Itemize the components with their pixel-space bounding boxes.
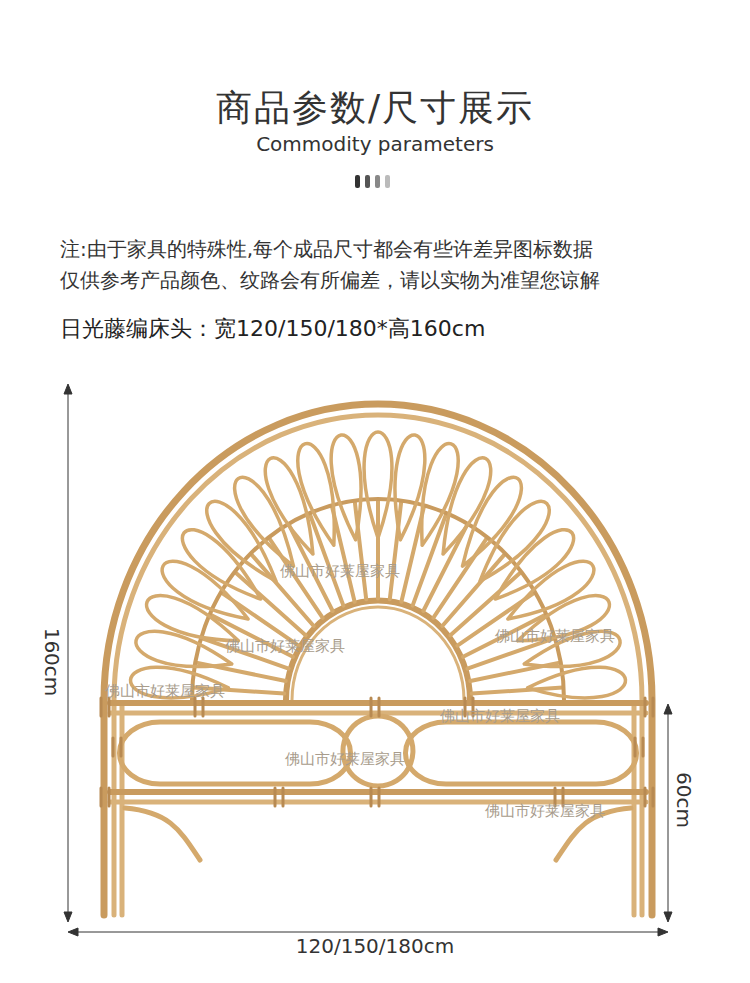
ray xyxy=(376,500,380,598)
dimension-line xyxy=(72,932,664,933)
watermark: 佛山市好莱屋家具 xyxy=(440,707,560,726)
watermark: 佛山市好莱屋家具 xyxy=(285,750,405,769)
watermark: 佛山市好莱屋家具 xyxy=(495,627,615,646)
dimension-label: 60cm xyxy=(672,772,696,828)
loop xyxy=(298,444,334,546)
rattan-frame xyxy=(101,404,653,915)
binding xyxy=(371,698,379,716)
loop xyxy=(422,444,458,546)
binding xyxy=(101,788,109,806)
binding xyxy=(275,788,283,806)
indicator-dot xyxy=(375,175,380,188)
dimension-lines xyxy=(64,384,672,936)
page-title: 商品参数/尺寸展示 xyxy=(216,84,534,133)
loop xyxy=(508,561,594,619)
loop xyxy=(136,631,232,666)
arrow-head xyxy=(664,912,672,922)
arrow-head xyxy=(68,928,78,936)
brace xyxy=(125,808,200,860)
indicator-dot xyxy=(365,175,370,188)
arrow-head xyxy=(64,912,72,922)
dimension-line xyxy=(668,708,669,918)
loop xyxy=(528,667,626,698)
binding xyxy=(645,698,653,716)
arrow-head xyxy=(658,928,668,936)
watermark: 佛山市好莱屋家具 xyxy=(105,682,225,701)
loop xyxy=(331,435,361,540)
middle-arc xyxy=(192,499,564,700)
indicator-dots xyxy=(355,175,390,188)
indicator-dot xyxy=(385,175,390,188)
watermark: 佛山市好莱屋家具 xyxy=(225,637,345,656)
binding xyxy=(101,698,109,716)
ray xyxy=(413,514,447,605)
binding xyxy=(113,738,121,756)
arrow-head xyxy=(664,704,672,714)
arch-frame xyxy=(114,415,642,915)
indicator-dot xyxy=(355,175,360,188)
binding xyxy=(645,788,653,806)
watermark: 佛山市好莱屋家具 xyxy=(485,802,605,821)
binding xyxy=(195,698,203,716)
loop xyxy=(265,458,313,554)
spec-line: 日光藤编床头：宽120/150/180*高160cm xyxy=(60,314,485,344)
arch-frame xyxy=(104,404,652,915)
binding xyxy=(371,788,379,806)
note-text: 注:由于家具的特殊性,每个成品尺寸都会有些许差异图标数据 仅供参考产品颜色、纹路… xyxy=(60,234,720,296)
loop xyxy=(364,432,392,538)
dimension-label: 120/150/180cm xyxy=(296,934,454,958)
arrow-head xyxy=(64,384,72,394)
subtitle: Commodity parameters xyxy=(256,132,494,156)
watermark: 佛山市好莱屋家具 xyxy=(280,562,400,581)
dimension-line xyxy=(68,388,69,918)
oval xyxy=(405,722,636,784)
binding xyxy=(635,738,643,756)
dimension-label: 160cm xyxy=(40,628,64,697)
